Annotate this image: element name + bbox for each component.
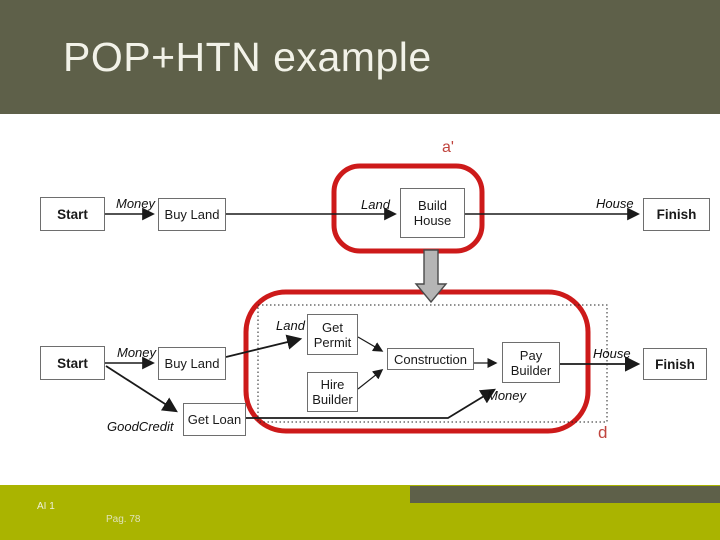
link-label-money-bottom: Money — [117, 345, 157, 360]
highlight-group-top — [331, 163, 485, 254]
link-label-house-bottom: House — [593, 346, 631, 361]
link-label-money-loan: Money — [487, 388, 527, 403]
link-label-goodcredit: GoodCredit — [107, 419, 174, 434]
annotation-a-prime: a' — [442, 139, 454, 156]
node-start-bottom: Start — [40, 346, 105, 380]
annotation-d: d — [598, 423, 608, 442]
node-start-top: Start — [40, 197, 105, 231]
node-finish-bottom: Finish — [643, 348, 707, 380]
node-build-house: Build House — [400, 188, 465, 238]
link-label-money-top: Money — [116, 196, 156, 211]
footer-course-label: AI 1 — [37, 501, 55, 512]
node-buy-land-top: Buy Land — [158, 198, 226, 231]
footer-accent-bar — [410, 486, 720, 503]
link-label-land-top: Land — [361, 197, 390, 212]
link-label-land-bottom: Land — [276, 318, 305, 333]
node-finish-top: Finish — [643, 198, 710, 231]
node-construction: Construction — [387, 348, 474, 370]
footer-page-number: Pag. 78 — [106, 514, 141, 525]
node-pay-builder: Pay Builder — [502, 342, 560, 383]
highlight-group-bottom — [243, 289, 591, 434]
node-get-loan: Get Loan — [183, 403, 246, 436]
slide-title: POP+HTN example — [63, 34, 432, 80]
link-label-house-top: House — [596, 196, 634, 211]
decomposition-dotted-box — [257, 304, 608, 423]
node-hire-builder: Hire Builder — [307, 372, 358, 412]
slide-header: POP+HTN example — [0, 0, 720, 114]
decompose-arrow-icon — [414, 249, 448, 304]
node-get-permit: Get Permit — [307, 314, 358, 355]
slide-footer: AI 1 Pag. 78 — [0, 485, 720, 540]
node-buy-land-bottom: Buy Land — [158, 347, 226, 380]
